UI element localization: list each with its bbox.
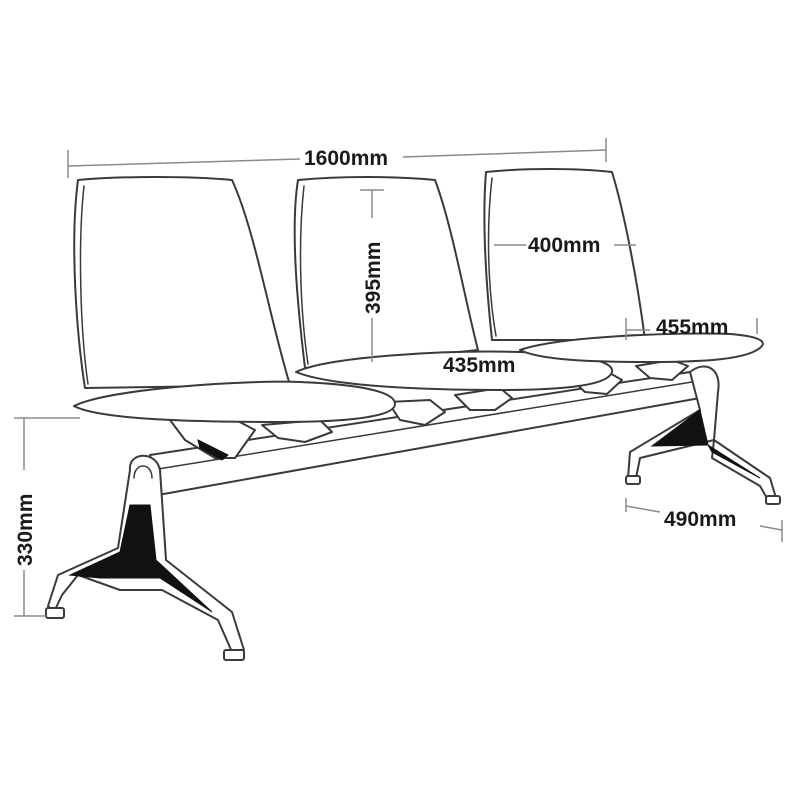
dim-seat-depth-label: 455mm (656, 316, 728, 339)
dim-back-height-label: 395mm (362, 242, 385, 314)
left-leg (45, 454, 245, 661)
dim-back-width-label: 400mm (528, 234, 600, 257)
backrest-1 (73, 176, 291, 389)
seat-pan-2 (295, 350, 614, 391)
dimension-lines (14, 138, 783, 617)
dim-leg-depth-label: 490mm (664, 508, 736, 531)
dim-seat-width-label: 435mm (443, 354, 515, 377)
seat-pan-1 (73, 380, 396, 423)
backrest-2 (293, 176, 479, 369)
dim-seat-height-label: 330mm (14, 494, 37, 566)
right-leg (625, 365, 781, 505)
backrest-3 (483, 168, 646, 341)
dim-total-width-label: 1600mm (304, 147, 388, 170)
seat-pan-3 (519, 332, 764, 363)
seat-pans (73, 332, 764, 423)
